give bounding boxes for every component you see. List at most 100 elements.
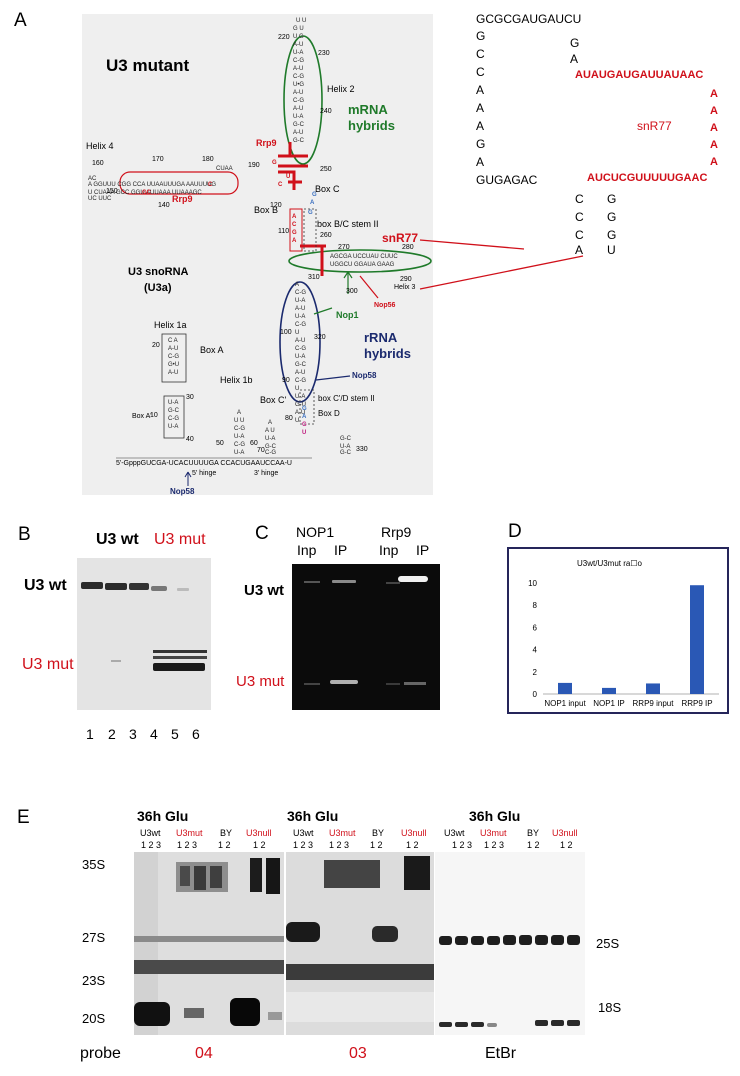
gel3-lanes-null: 1 2 [560,840,573,850]
svg-text:U-A: U-A [265,436,275,442]
nop1-label: Nop1 [336,310,359,320]
svg-text:G•U: G•U [168,362,179,368]
panel-b-lane-6: 6 [192,726,200,742]
snorna-label: U3 snoRNA [128,266,189,278]
svg-text:C: C [292,222,297,228]
svg-text:C-G: C-G [234,442,245,448]
svg-text:G-U: G-U [295,402,306,408]
panel-c-ip-blot [292,564,440,710]
nt-number-260: 260 [320,232,332,239]
panel-d-letter: D [508,521,522,542]
svg-text:U U: U U [296,18,306,24]
snr77-col3-0: C [575,192,584,206]
svg-text:U U: U U [234,418,244,424]
hinge3-label: 3' hinge [254,470,279,477]
svg-text:U-A: U-A [293,114,303,120]
nt-number-50: 50 [216,440,224,447]
svg-text:CUAA: CUAA [216,166,233,172]
panel-b-lane-5: 5 [171,726,179,742]
gel2-lanes-mut: 1 2 3 [329,840,350,850]
gel2-u3null: U3null [401,828,427,838]
gel1-probe04 [134,852,284,1035]
gel1-u3wt: U3wt [140,828,161,838]
svg-text:G-C: G-C [295,362,307,368]
gel3-u3wt: U3wt [444,828,465,838]
svg-text:UGGCU GGAUA GAAG: UGGCU GGAUA GAAG [330,262,395,268]
nt-number-270: 270 [338,244,350,251]
panel-b-letter: B [18,524,31,545]
etbr-label: EtBr [485,1045,517,1062]
svg-text:A-U: A-U [295,338,305,344]
svg-text:U-A: U-A [293,50,303,56]
svg-text:U: U [286,174,290,180]
panel-e-letter: E [17,807,30,828]
svg-text:A-U: A-U [295,306,305,312]
y-tick-label: 8 [533,601,538,610]
mrna-label-2: hybrids [348,118,395,133]
box-d-label: Box D [318,409,340,418]
x-tick-label: NOP1 input [544,699,586,708]
nt-number-120: 120 [270,202,282,209]
gel1-glu-label: 36h Glu [137,808,189,824]
panel-b-lane-1: 1 [86,726,94,742]
dotted-box-260 [303,208,317,252]
nt-number-110: 110 [278,228,290,235]
nt-number-170: 170 [152,156,164,163]
svg-text:C-G: C-G [295,290,306,296]
hinge5-label: 5' hinge [192,470,217,477]
nt-number-150: 150 [106,188,118,195]
gel3-lanes-by: 1 2 [527,840,540,850]
box-c-label: Box C [315,184,340,194]
gel1-lanes-wt: 1 2 3 [141,840,162,850]
svg-text:U: U [295,418,299,424]
nt-number-190: 190 [248,162,260,169]
panel-a-diagram: U U G U U G A-U U-A C-G A-U C-G U•G A-U … [82,14,433,496]
snr77-col4-0: G [607,192,617,206]
snr77-top-seq: GCGCGAUGAUCU [476,12,582,26]
probe-03-label: 03 [349,1045,367,1062]
nt-number-320: 320 [314,334,326,341]
snr77-marker [300,244,326,276]
snorna-sub-label: (U3a) [144,282,172,294]
rrp9-left-label: Rrp9 [172,194,193,204]
red-box-110 [289,208,303,252]
snr77-red-seq-1: AUAUGAUGAUUAUAAC [575,69,704,81]
snr77-col3-2: C [575,228,584,242]
x-tick-label: NOP1 IP [593,699,625,708]
u3-structure-svg: U U G U U G A-U U-A C-G A-U C-G U•G A-U … [88,18,432,486]
gel3-u3mut: U3mut [480,828,507,838]
svg-text:U-A: U-A [168,400,178,406]
gel1-lanes-null: 1 2 [253,840,266,850]
gel1-lanes-by: 1 2 [218,840,231,850]
nt-number-100: 100 [280,329,292,336]
snr77-red-a-2: A [710,122,718,134]
y-tick-label: 2 [533,668,538,677]
svg-text:A GGUUU CGG CCA UUAAUUUGA: A GGUUU CGG CCA UUAAUUUGA AAUUUUG [88,182,216,188]
svg-text:G: G [302,406,307,412]
svg-text:A: A [292,238,297,244]
svg-text:A-U: A-U [293,130,303,136]
svg-text:U-A: U-A [295,298,305,304]
svg-text:A: A [310,200,315,206]
gel1-u3mut: U3mut [176,828,203,838]
svg-text:A-U: A-U [293,90,303,96]
bar-3 [646,683,660,694]
kink-marker-mid [278,170,302,190]
mrna-label-1: mRNA [348,102,388,117]
gel2-by: BY [372,828,385,838]
helix4-outline [119,171,239,195]
svg-text:C: C [208,182,213,188]
svg-text:A-U: A-U [295,410,305,416]
svg-text:U: U [295,330,299,336]
snr77-gugagac: GUGAGAC [476,173,538,187]
svg-text:GC: GC [142,190,152,196]
panel-b-wt-side: U3 wt [24,577,67,594]
chart-title: U3wt/U3mut ra☐o [577,559,642,568]
rrna-label-1: rRNA [364,330,398,345]
gel3-lanes-wt: 1 2 3 [452,840,473,850]
svg-text:C-G: C-G [293,58,304,64]
svg-text:C-G: C-G [293,98,304,104]
box-a-prime-label: Box A' [132,413,152,420]
nt-number-90: 90 [282,377,290,384]
band-25s: 25S [596,936,620,951]
